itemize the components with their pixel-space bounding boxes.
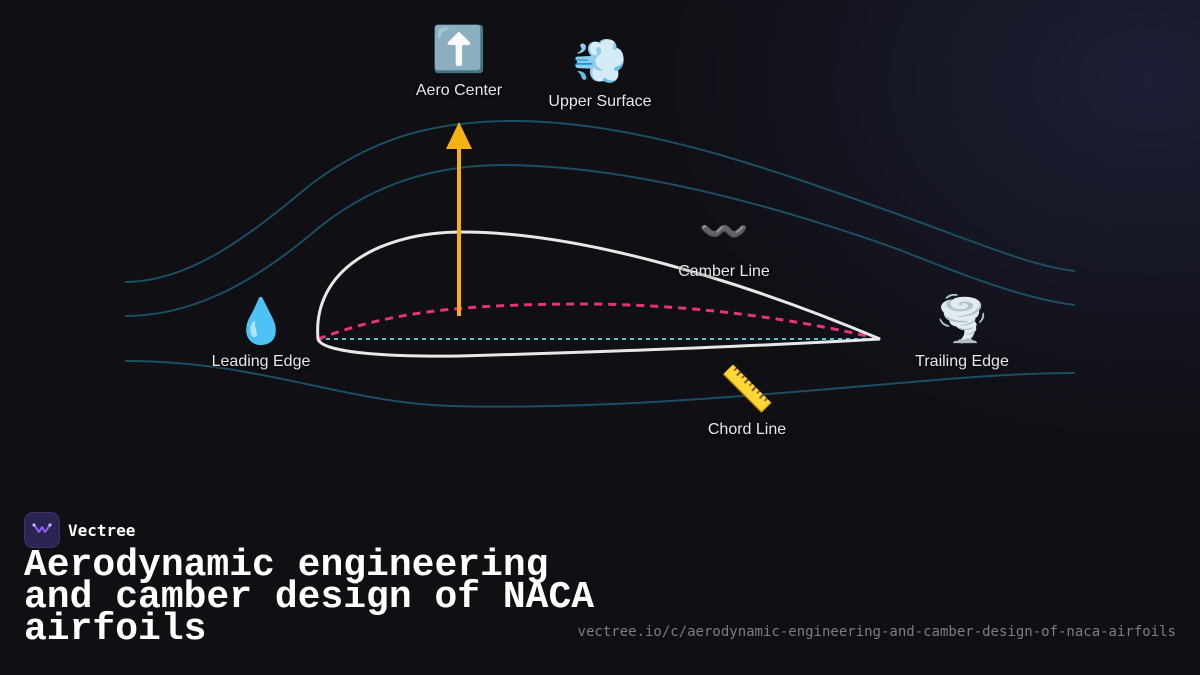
chord-line-label: Chord Line (707, 421, 787, 438)
ruler-icon: 📏 (719, 365, 775, 414)
leading-edge-label: Leading Edge (211, 353, 311, 370)
up-arrow-icon: ⬆️ (431, 25, 487, 74)
streamline-middle (124, 163, 1076, 317)
wavy-dash-icon: 〰️ (699, 210, 749, 254)
upper-surface-label: Upper Surface (548, 93, 652, 110)
streamline-top (124, 119, 1076, 283)
camber-line (317, 302, 881, 341)
page-url: vectree.io/c/aerodynamic-engineering-and… (577, 624, 1176, 640)
lift-arrow-head (446, 122, 472, 149)
tornado-icon: 🌪️ (934, 295, 990, 344)
wind-icon: 💨 (572, 37, 628, 86)
trailing-edge-label: Trailing Edge (915, 353, 1009, 370)
streamline-bottom (124, 360, 1076, 408)
aero-center-label: Aero Center (415, 82, 503, 99)
brand: Vectree (24, 512, 135, 548)
page-title: Aerodynamic engineering and camber desig… (24, 544, 595, 651)
camber-line-label: Camber Line (678, 263, 770, 280)
droplet-icon: 💧 (233, 297, 289, 346)
brand-name: Vectree (68, 520, 136, 540)
airfoil-outline (316, 230, 881, 358)
vectree-logo-icon (24, 512, 60, 548)
